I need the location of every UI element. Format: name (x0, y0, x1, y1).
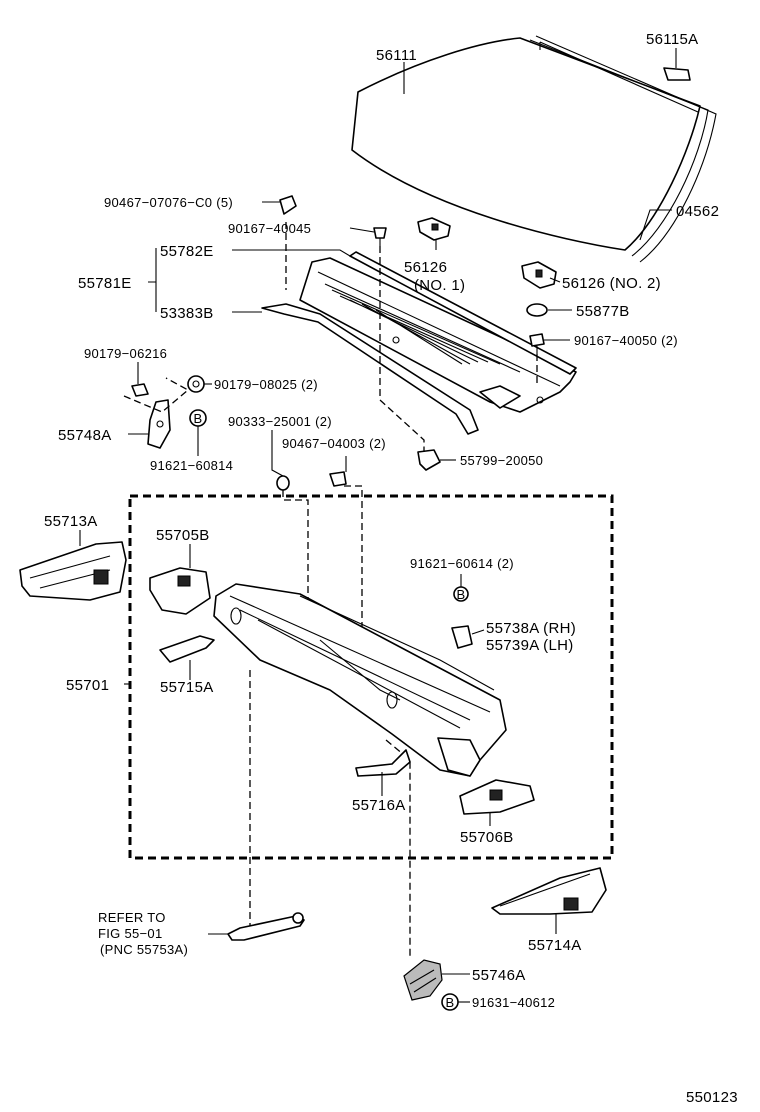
label-56126-no1-sub: (NO. 1) (414, 277, 465, 294)
diagram-id: 550123 (686, 1089, 738, 1106)
panel-55714A (491, 867, 607, 915)
windshield-glass (351, 35, 717, 263)
bolt-91621-60814: B (189, 409, 207, 427)
clip-90467-07076 (279, 195, 297, 215)
clip-55799-20050 (417, 449, 441, 471)
label-55716A: 55716A (352, 797, 406, 814)
duct-55746A (403, 959, 443, 1001)
label-55706B: 55706B (460, 829, 514, 846)
seal-53383B (261, 303, 479, 435)
label-90179-06216: 90179−06216 (84, 346, 167, 361)
label-53383B: 53383B (160, 305, 214, 322)
label-56126-no1: 56126 (404, 259, 447, 276)
label-55782E: 55782E (160, 243, 214, 260)
plate-55715A (159, 635, 215, 663)
cowl-louver (299, 257, 577, 413)
label-55705B: 55705B (156, 527, 210, 544)
refer-line-2: FIG 55−01 (98, 926, 163, 941)
leader-lines (79, 48, 677, 1003)
label-56115A: 56115A (646, 31, 698, 48)
label-55799-20050: 55799−20050 (460, 453, 543, 468)
bolt-marker: B (457, 587, 466, 602)
label-90467-04003: 90467−04003 (2) (282, 436, 386, 451)
grommet-90333-25001 (276, 475, 290, 491)
bolt-91631-40612: B (441, 993, 459, 1011)
refer-line-1: REFER TO (98, 910, 166, 925)
clip-56115A (663, 67, 691, 81)
label-91621-60814: 91621−60814 (150, 458, 233, 473)
label-90179-08025: 90179−08025 (2) (214, 377, 318, 392)
label-90467-07076: 90467−07076−C0 (5) (104, 195, 233, 210)
label-91621-60614: 91621−60614 (2) (410, 556, 514, 571)
label-90167-40045: 90167−40045 (228, 221, 311, 236)
alignment-lines (123, 222, 538, 956)
label-91631-40612: 91631−40612 (472, 995, 555, 1010)
bracket-56126-no1 (417, 217, 451, 241)
label-55877B: 55877B (576, 303, 630, 320)
refer-line-3: (PNC 55753A) (100, 942, 188, 957)
label-56126-no2: 56126 (NO. 2) (562, 275, 661, 292)
bolt-marker-3: B (446, 995, 455, 1010)
label-55701: 55701 (66, 677, 109, 694)
label-55715A: 55715A (160, 679, 214, 696)
nut-90179-06216 (131, 383, 149, 397)
bracket-55706B (459, 779, 535, 815)
cable-refer (227, 912, 305, 941)
bracket-55716A (355, 749, 411, 777)
bracket-56126-no2 (521, 261, 557, 289)
nut-90179-08025 (187, 375, 205, 393)
screw-90167-40045 (373, 227, 387, 246)
label-90333-25001: 90333−25001 (2) (228, 414, 332, 429)
label-55748A: 55748A (58, 427, 112, 444)
bracket-55738A (451, 625, 473, 649)
panel-55713A (19, 541, 127, 601)
label-55781E: 55781E (78, 275, 132, 292)
label-55738A: 55738A (RH) (486, 620, 576, 637)
cowl-panel-55701 (213, 583, 507, 777)
bolt-91621-60614: B (453, 586, 469, 602)
cap-55877B (526, 303, 548, 317)
label-55739A: 55739A (LH) (486, 637, 574, 654)
clip-90467-04003 (329, 471, 347, 487)
label-55713A: 55713A (44, 513, 98, 530)
bolt-marker-2: B (194, 411, 203, 426)
label-56111: 56111 (376, 47, 417, 64)
bracket-55748A (147, 399, 171, 449)
label-55714A: 55714A (528, 937, 582, 954)
seal-55782E (349, 251, 577, 375)
bracket-55705B (149, 567, 211, 615)
label-55746A: 55746A (472, 967, 526, 984)
assembly-boundary (128, 494, 614, 860)
label-04562: 04562 (676, 203, 719, 220)
label-90167-40050: 90167−40050 (2) (574, 333, 678, 348)
screw-90167-40050 (529, 333, 545, 354)
